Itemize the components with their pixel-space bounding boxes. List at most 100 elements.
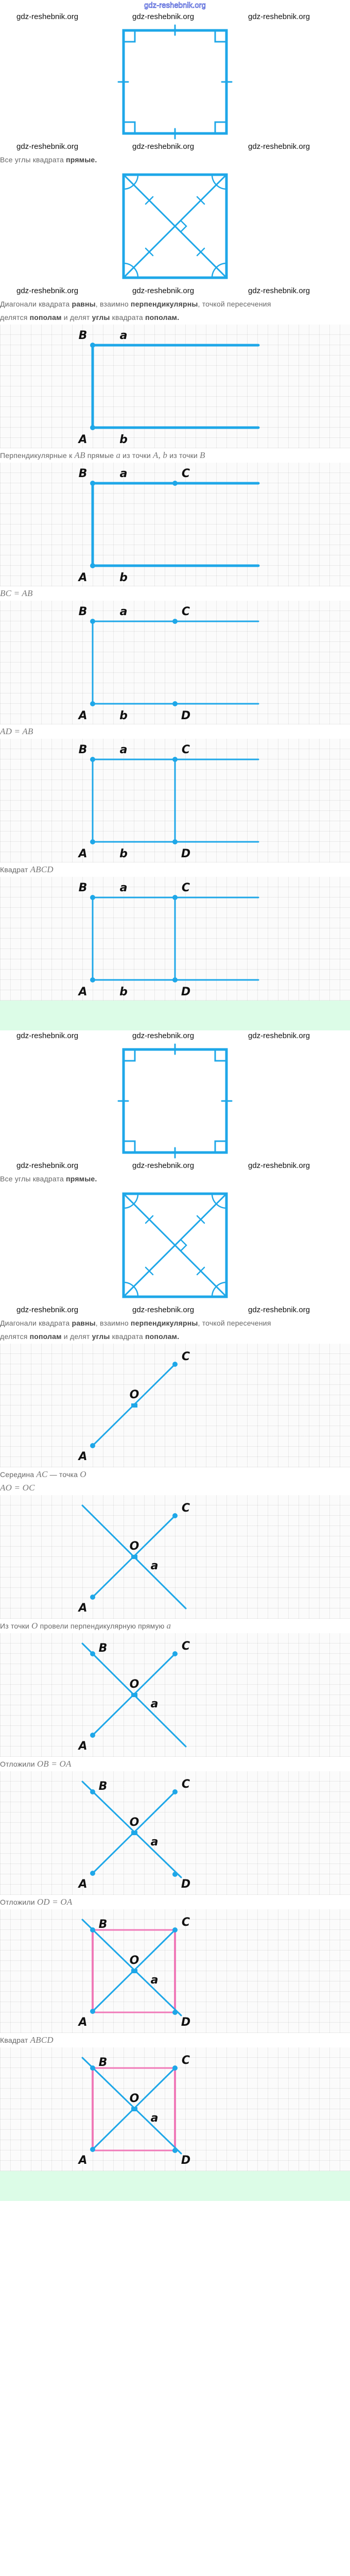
text-bold: углы: [92, 313, 110, 321]
angle-arc: [211, 262, 227, 278]
section-divider: [0, 1001, 350, 1030]
label-a: A: [77, 1602, 87, 1615]
math: a: [116, 450, 121, 460]
text: Из точки: [0, 1622, 32, 1630]
angle-arc: [123, 174, 139, 190]
point-o: [131, 1831, 137, 1835]
label-o: O: [130, 1954, 139, 1967]
perpendicular-from-o-caption: Из точки O провели перпендикулярную прям…: [0, 1620, 350, 1632]
text: и делят: [61, 313, 92, 321]
label-o: O: [130, 2092, 139, 2105]
label-a: A: [77, 848, 87, 860]
angle-arc: [211, 1281, 227, 1297]
angles-statement: Все углы квадрата прямые.: [0, 154, 350, 166]
right-angle-mark: [124, 30, 136, 43]
label-c: C: [182, 1640, 190, 1653]
label-c: C: [182, 467, 190, 480]
right-angle-mark: [124, 1140, 136, 1153]
text-bold: перпендикулярны: [130, 1319, 198, 1327]
label-b: B: [79, 743, 87, 756]
label-line-a: a: [151, 1836, 159, 1849]
math: AB: [74, 450, 85, 460]
text: из точки: [120, 451, 153, 460]
label-line-a: a: [120, 882, 128, 894]
label-line-b: b: [119, 433, 128, 446]
diagonal-square-figure: [122, 173, 228, 279]
text: и делят: [61, 1332, 92, 1341]
point-c: [172, 895, 178, 900]
angle-arc: [123, 1193, 139, 1209]
text: Все углы квадрата: [0, 156, 66, 164]
label-c: C: [182, 1350, 190, 1363]
label-c: C: [182, 1916, 190, 1929]
ao-equals-oc: AO = OC: [0, 1483, 35, 1493]
text: прямые: [85, 451, 116, 460]
site-watermark: gdz-reshebnik.org: [248, 12, 310, 21]
text: Середина: [0, 1470, 37, 1479]
text: Квадрат: [0, 866, 30, 874]
label-c: C: [182, 1502, 190, 1515]
text: — точка: [47, 1470, 80, 1479]
od-equals-oa-caption: Отложили OD = OA: [0, 1896, 350, 1908]
point-a: [90, 1443, 95, 1448]
line-a: [81, 2057, 182, 2155]
label-a: A: [77, 433, 87, 446]
square-caption-2: Квадрат ABCD: [0, 2034, 350, 2046]
label-b: B: [79, 329, 87, 342]
point-a: [90, 425, 95, 430]
text-bold: пополам.: [145, 1332, 180, 1341]
text: Отложили: [0, 1760, 37, 1768]
label-line-a: a: [120, 467, 128, 480]
diagonal: [122, 174, 227, 279]
text: Диагонали квадрата: [0, 1319, 72, 1327]
label-o: O: [130, 1816, 139, 1829]
site-watermark: gdz-reshebnik.org: [132, 12, 195, 21]
math: OD = OA: [37, 1897, 73, 1907]
equal-segment-tick: [145, 1215, 154, 1224]
point-d: [172, 2148, 178, 2153]
site-watermark: gdz-reshebnik.org: [132, 1161, 195, 1170]
diagonals-statement-line2: делятся пополам и делят углы квадрата по…: [0, 311, 350, 324]
site-watermark: gdz-reshebnik.org: [16, 286, 79, 295]
label-c: C: [182, 605, 190, 618]
text: из точки: [167, 451, 200, 460]
right-angle-mark: [214, 121, 226, 133]
equal-segment-tick: [145, 1266, 154, 1276]
equal-segment-tick: [145, 196, 154, 205]
site-watermark: gdz-reshebnik.org: [248, 142, 310, 151]
label-b: B: [99, 1780, 108, 1793]
point-c: [172, 1362, 178, 1367]
label-c: C: [182, 1778, 190, 1791]
figure-square-2: [0, 1042, 350, 1160]
label-a: A: [77, 571, 87, 584]
point-a: [90, 2009, 95, 2014]
label-c: C: [182, 743, 190, 756]
site-watermark: gdz-reshebnik.org: [248, 1031, 310, 1040]
site-watermark: gdz-reshebnik.org: [16, 1306, 79, 1314]
math: A, b: [152, 450, 168, 460]
site-watermark-header: gdz-reshebnik.org: [144, 1, 206, 10]
point-c: [172, 1927, 178, 1933]
math: B: [200, 450, 205, 460]
text-bold: прямые.: [66, 156, 97, 164]
square: [122, 1048, 228, 1154]
text: делятся: [0, 1332, 30, 1341]
label-a: A: [77, 1740, 87, 1753]
math: O: [80, 1469, 86, 1479]
site-watermark: gdz-reshebnik.org: [16, 1031, 79, 1040]
label-a: A: [77, 709, 87, 722]
label-b: B: [79, 605, 87, 618]
label-a: A: [77, 2154, 87, 2167]
right-angle-mark: [214, 1049, 226, 1062]
angle-arc: [123, 1281, 139, 1297]
equal-segment-tick: [196, 247, 205, 257]
diagonals-statement-2-line2: делятся пополам и делят углы квадрата по…: [0, 1330, 350, 1343]
label-line-a: a: [151, 2112, 159, 2125]
